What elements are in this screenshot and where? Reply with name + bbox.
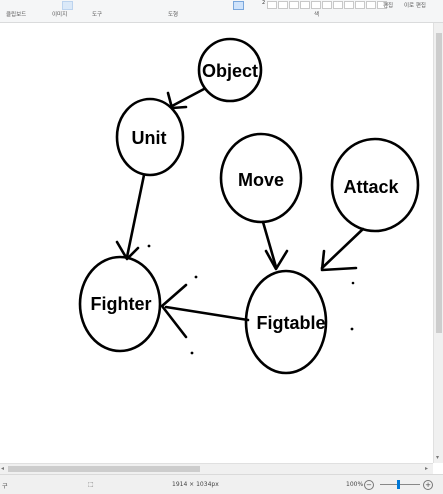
group-label-shapes: 도형 (168, 12, 179, 18)
zoom-level-text: 100% (346, 481, 364, 488)
node-move-circle (219, 132, 303, 224)
drawing-canvas[interactable]: Object Unit Move Attack Fighter Figtable (0, 23, 433, 463)
node-attack-circle (330, 137, 420, 233)
vertical-scrollbar[interactable]: ▾ (433, 23, 443, 463)
palette-swatch[interactable] (267, 1, 277, 9)
zoom-slider-track[interactable] (380, 484, 420, 485)
node-object-label: Object (202, 61, 258, 81)
scroll-left-icon[interactable]: ◂ (1, 465, 5, 472)
group-label-tools: 도구 (92, 12, 103, 18)
arrow-unit-fighter (125, 173, 146, 259)
group-label-paint3d[interactable]: 이로 편집 (404, 3, 426, 9)
group-label-image: 이미지 (52, 12, 68, 18)
node-unit-label: Unit (132, 128, 167, 148)
horizontal-scroll-thumb[interactable] (8, 466, 200, 472)
group-label-colors: 색 (314, 12, 320, 18)
arrowhead-figtable-right (320, 249, 358, 272)
arrow-unit-object (170, 87, 206, 108)
ink-dot (190, 351, 194, 355)
node-fighter-circle (78, 255, 162, 353)
node-attack-label: Attack (343, 177, 399, 197)
palette-swatch[interactable] (366, 1, 376, 9)
palette-swatch[interactable] (278, 1, 288, 9)
palette-swatch[interactable] (333, 1, 343, 9)
palette-swatch[interactable] (300, 1, 310, 9)
scroll-down-icon[interactable]: ▾ (436, 454, 440, 461)
arrow-move-figtable (261, 220, 278, 269)
node-fighter-label: Fighter (91, 294, 152, 314)
zoom-out-icon[interactable]: − (364, 480, 374, 490)
arrowhead-fighter-right (160, 283, 188, 339)
arrowhead-object (166, 91, 188, 110)
palette-swatch[interactable] (377, 1, 387, 9)
horizontal-scrollbar[interactable]: ◂ ▸ (0, 463, 433, 474)
color2-label: 2 (262, 0, 266, 6)
node-move-label: Move (238, 170, 284, 190)
arrow-attack-figtable (320, 227, 365, 270)
vertical-scroll-thumb[interactable] (436, 33, 442, 333)
image-size-text: 1914 × 1034px (172, 481, 219, 488)
palette-swatch[interactable] (311, 1, 321, 9)
ribbon: 2 클립보드 이미지 도구 도형 색 편집 이로 편집 (0, 0, 443, 23)
palette-swatch[interactable] (344, 1, 354, 9)
status-bar: 구 ⬚ 1914 × 1034px 100% − + (0, 474, 443, 494)
ink-dot (147, 244, 151, 248)
zoom-slider-thumb[interactable] (397, 480, 400, 489)
palette-swatch[interactable] (322, 1, 332, 9)
class-diagram-drawing: Object Unit Move Attack Fighter Figtable (78, 37, 420, 375)
arrowhead-figtable-top (264, 249, 289, 271)
image-select-button[interactable] (62, 1, 73, 10)
group-label-clipboard: 클립보드 (6, 12, 27, 18)
scroll-right-icon[interactable]: ▸ (425, 465, 429, 472)
palette-swatch[interactable] (355, 1, 365, 9)
color-palette[interactable] (267, 1, 388, 9)
ink-dot (350, 327, 354, 331)
status-left-glyph: 구 (2, 483, 8, 490)
ink-dot (351, 281, 355, 285)
color1-button[interactable] (233, 1, 244, 10)
node-figtable-label: Figtable (256, 313, 325, 333)
selection-size-icon: ⬚ (88, 481, 94, 488)
node-unit-circle (115, 97, 185, 177)
arrow-figtable-fighter (164, 305, 250, 322)
arrowhead-fighter-top (115, 240, 140, 261)
ink-dot (194, 275, 198, 279)
node-figtable-circle (244, 269, 328, 375)
palette-swatch[interactable] (289, 1, 299, 9)
zoom-in-icon[interactable]: + (423, 480, 433, 490)
group-label-edit-colors[interactable]: 편집 (383, 3, 394, 9)
node-object-circle (197, 37, 263, 103)
